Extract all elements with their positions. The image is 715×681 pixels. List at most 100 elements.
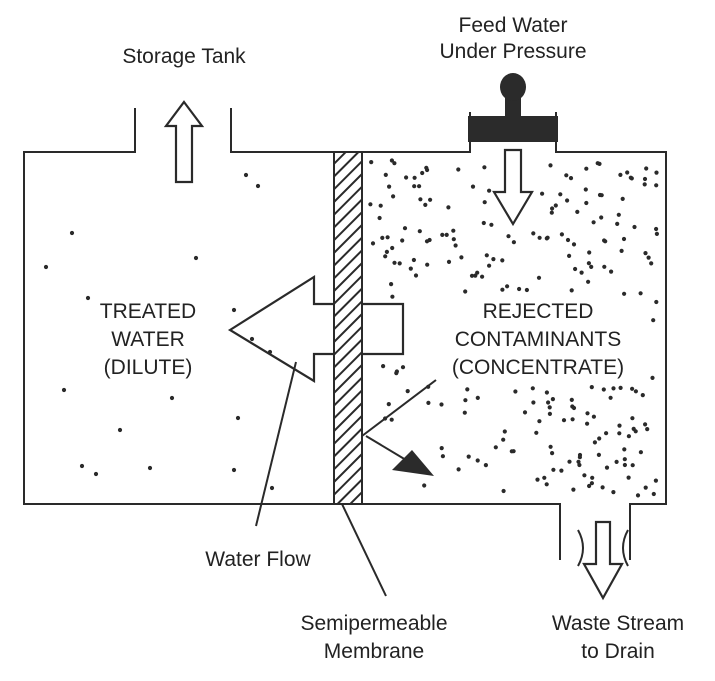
contaminant-dot: [632, 224, 637, 230]
contaminant-dot: [599, 215, 604, 220]
contaminant-dot: [586, 279, 591, 284]
rejected-label-line1: REJECTED: [483, 300, 594, 323]
contaminant-dot: [602, 238, 607, 243]
contaminant-dot: [462, 410, 467, 415]
contaminant-dot: [618, 385, 623, 390]
particle-dot: [85, 295, 91, 301]
contaminant-dot: [386, 402, 391, 407]
contaminant-dot: [428, 197, 433, 202]
contaminant-dot: [550, 206, 555, 211]
contaminant-dot: [378, 203, 383, 208]
contaminant-dot: [413, 273, 419, 278]
contaminant-dot: [505, 284, 510, 289]
contaminant-dot: [591, 220, 596, 225]
contaminant-dot: [389, 417, 394, 422]
contaminant-dot: [423, 202, 428, 207]
drain-flow-curve-left: [577, 529, 584, 567]
contaminant-dot: [587, 483, 592, 489]
contaminant-dot: [651, 491, 656, 497]
contaminant-dot: [602, 264, 607, 269]
contaminant-dot: [643, 422, 648, 427]
particle-dot: [117, 427, 123, 433]
contaminant-dot: [369, 160, 374, 165]
contaminant-particles: [43, 158, 660, 498]
contaminant-dot: [545, 235, 550, 240]
contaminant-dot: [582, 473, 587, 478]
contaminant-dot: [577, 455, 583, 460]
contaminant-dot: [456, 467, 461, 472]
contaminant-dot: [531, 400, 536, 405]
treated-water-label-line2: WATER: [111, 328, 185, 351]
contaminant-dot: [544, 390, 550, 395]
contaminant-dot: [501, 488, 506, 494]
contaminant-dot: [550, 397, 556, 402]
rejected-label-line3: (CONCENTRATE): [452, 356, 624, 379]
contaminant-dot: [579, 270, 584, 275]
contaminant-dot: [439, 446, 444, 451]
particle-dot: [147, 465, 153, 471]
contaminant-dot: [585, 421, 590, 426]
contaminant-dot: [630, 463, 635, 468]
contaminant-dot: [470, 184, 476, 189]
contaminant-dot: [569, 397, 574, 402]
contaminant-dot: [583, 187, 588, 192]
contaminant-dot: [570, 417, 575, 422]
contaminant-dot: [553, 203, 558, 208]
contaminant-dot: [590, 475, 595, 480]
semipermeable-membrane: [333, 151, 363, 505]
contaminant-dot: [482, 165, 487, 170]
contaminant-dot: [389, 158, 394, 163]
contaminant-dot: [654, 299, 659, 305]
contaminant-dot: [653, 478, 659, 483]
contaminant-dot: [377, 215, 382, 221]
contaminant-dot: [506, 234, 511, 239]
contaminant-dot: [549, 210, 554, 215]
contaminant-dot: [595, 161, 600, 166]
feed-down-arrow: [492, 148, 534, 227]
contaminant-dot: [380, 235, 385, 240]
contaminant-dot: [408, 266, 413, 271]
contaminant-dot: [502, 429, 507, 434]
contaminant-dot: [534, 430, 539, 435]
contaminant-dot: [592, 440, 598, 445]
contaminant-dot: [621, 236, 627, 242]
contaminant-dot: [589, 264, 594, 269]
contaminant-dot: [571, 487, 576, 492]
particle-dot: [267, 349, 273, 355]
contaminant-dot: [383, 254, 388, 259]
contaminant-dot: [577, 462, 582, 468]
particle-dot: [169, 395, 175, 401]
piston-icon: [468, 73, 558, 142]
water-flow-label: Water Flow: [205, 548, 311, 571]
contaminant-dot: [511, 240, 516, 245]
membrane-leader: [341, 503, 387, 597]
contaminant-dot: [537, 235, 542, 240]
contaminant-dot: [491, 257, 496, 262]
contaminant-dot: [411, 257, 416, 263]
contaminant-dot: [551, 467, 556, 472]
contaminant-dot: [422, 483, 427, 488]
contaminant-dot: [628, 175, 633, 180]
treated-water-label-line3: (DILUTE): [104, 356, 193, 379]
contaminant-dot: [643, 485, 648, 490]
contaminant-dot: [530, 386, 535, 391]
contaminant-dot: [440, 454, 445, 459]
contaminant-dot: [644, 166, 649, 171]
contaminant-dot: [567, 459, 572, 464]
contaminant-dot: [561, 418, 567, 423]
contaminant-dot: [542, 475, 547, 480]
contaminant-dot: [645, 427, 650, 432]
contaminant-dot: [400, 238, 405, 243]
contaminant-dot: [584, 200, 589, 206]
contaminant-dot: [608, 395, 613, 400]
rejected-label-line2: CONTAMINANTS: [455, 328, 621, 351]
contaminant-dot: [531, 231, 536, 236]
water-flow-leader: [255, 361, 297, 527]
contaminant-dot: [565, 198, 570, 203]
particle-dot: [255, 183, 261, 189]
contaminant-dot: [509, 449, 514, 454]
contaminant-dot: [585, 411, 590, 416]
contaminant-dot: [547, 411, 553, 416]
contaminant-dot: [596, 452, 602, 457]
